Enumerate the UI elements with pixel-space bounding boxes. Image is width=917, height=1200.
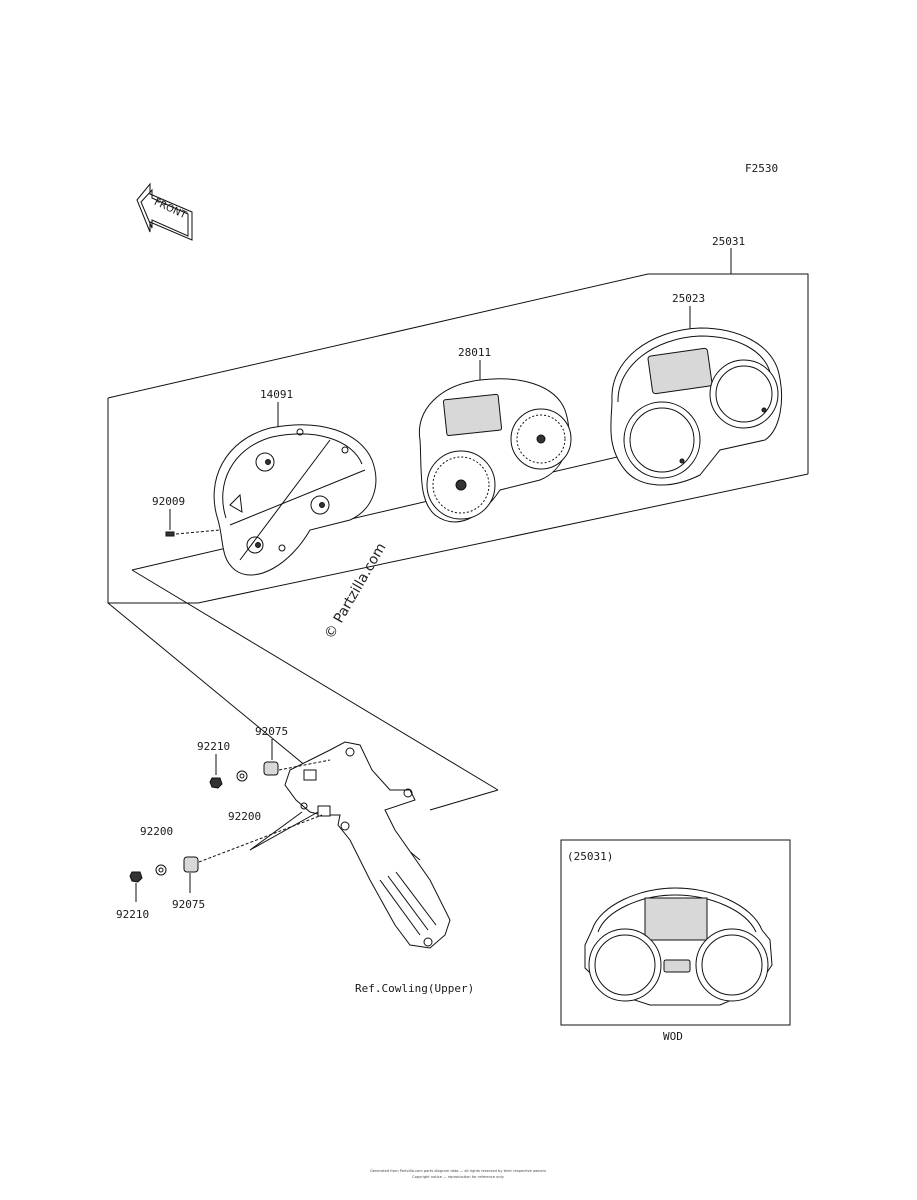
fasteners-upper: 92210 92075 92200 (197, 725, 331, 823)
label-25031: 25031 (712, 235, 745, 248)
fasteners-lower: 92200 92210 92075 (116, 811, 323, 921)
label-92200-lower: 92200 (140, 825, 173, 838)
label-92210-upper: 92210 (197, 740, 230, 753)
label-28011: 28011 (458, 346, 491, 359)
screw-92009: 92009 (152, 495, 221, 537)
inset-caption: WOD (663, 1030, 683, 1043)
meter-unit: 28011 (418, 346, 572, 523)
front-arrow-icon: FRONT (136, 182, 193, 241)
lower-case: 14091 (213, 388, 377, 576)
label-25023: 25023 (672, 292, 705, 305)
meter-bracket (284, 741, 451, 949)
label-92075-lower: 92075 (172, 898, 205, 911)
diagram-code: F2530 (745, 162, 778, 175)
footer-line-1: Generated from Partzilla.com parts diagr… (370, 1169, 546, 1173)
label-14091: 14091 (260, 388, 293, 401)
meter-case: 25023 (610, 292, 783, 486)
label-92210-lower: 92210 (116, 908, 149, 921)
inset-variant: (25031) (560, 839, 791, 1026)
inset-header: (25031) (567, 850, 613, 863)
label-92009: 92009 (152, 495, 185, 508)
label-92200-upper: 92200 (228, 810, 261, 823)
watermark: © Partzilla.com (322, 540, 390, 642)
footer-line-2: Copyright notice — reproduction for refe… (412, 1175, 505, 1179)
ref-cowling-note: Ref.Cowling(Upper) (355, 982, 474, 995)
label-92075-upper: 92075 (255, 725, 288, 738)
